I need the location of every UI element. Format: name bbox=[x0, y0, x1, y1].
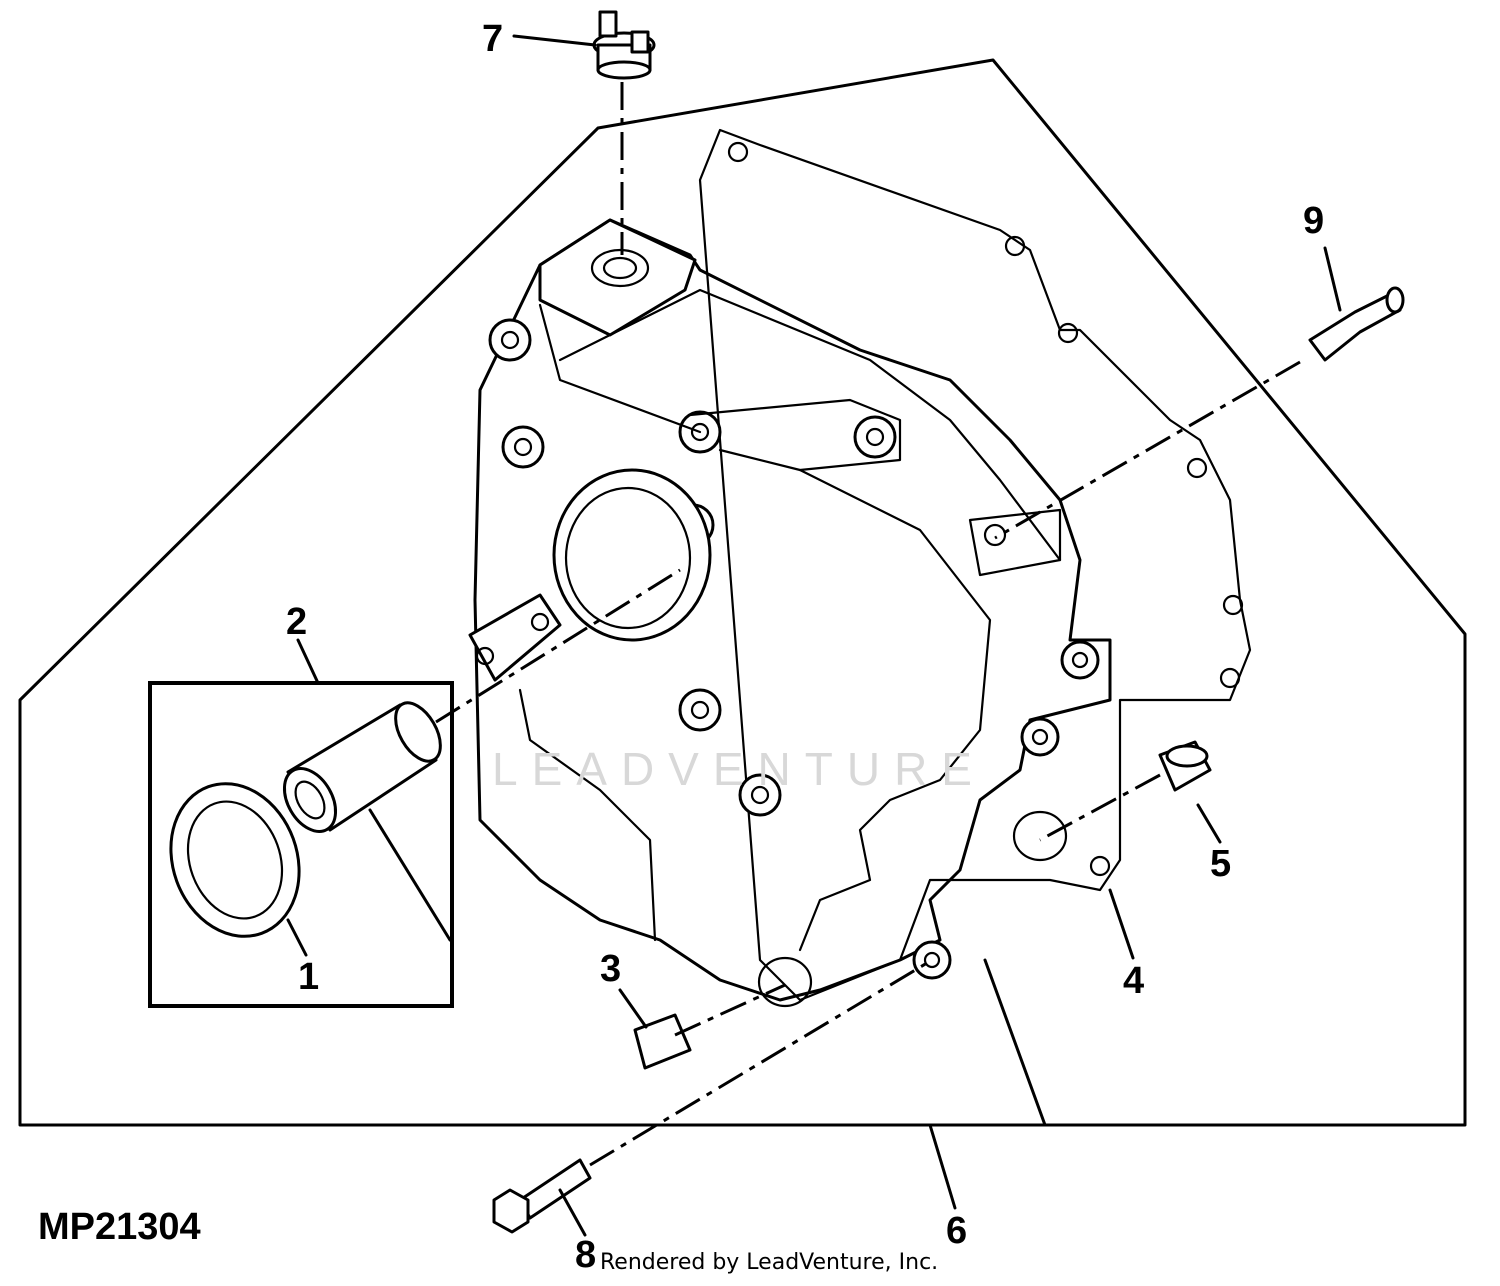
part-3-plug bbox=[633, 1013, 692, 1070]
shaft-arm bbox=[468, 593, 562, 682]
boss-arm-side bbox=[968, 508, 1062, 577]
port-4 bbox=[1012, 810, 1068, 862]
inset-box bbox=[148, 681, 454, 1008]
callout-3: 3 bbox=[600, 948, 622, 990]
callout-1: 1 bbox=[298, 956, 320, 998]
figure-id: MP21304 bbox=[38, 1206, 201, 1248]
gasket-holes bbox=[727, 141, 1244, 877]
part-9-sensor bbox=[1308, 286, 1405, 362]
part-8-bolt bbox=[492, 1158, 592, 1234]
port-3 bbox=[757, 956, 813, 1008]
boss-arm-top bbox=[538, 303, 902, 472]
assembly-frame bbox=[18, 58, 1467, 1127]
callout-2: 2 bbox=[286, 601, 308, 643]
assembly-centerlines bbox=[435, 82, 1301, 1167]
watermark-text: LEADVENTURE bbox=[492, 743, 986, 795]
housing-top-edge bbox=[558, 288, 1062, 562]
callout-8: 8 bbox=[575, 1234, 597, 1276]
housing-body bbox=[473, 218, 1112, 1002]
top-port-inner bbox=[602, 256, 638, 280]
callout-9: 9 bbox=[1303, 200, 1325, 242]
leader-lines bbox=[286, 34, 1342, 1237]
part-5-plug bbox=[1158, 740, 1212, 792]
render-credit: Rendered by LeadVenture, Inc. bbox=[600, 1250, 939, 1275]
callout-7: 7 bbox=[482, 18, 504, 60]
callout-5: 5 bbox=[1210, 843, 1232, 885]
callout-4: 4 bbox=[1123, 960, 1145, 1002]
gasket-outline bbox=[698, 128, 1252, 1002]
callout-6: 6 bbox=[946, 1210, 968, 1252]
top-port bbox=[590, 248, 650, 288]
part-7-plug bbox=[592, 10, 656, 80]
part-2-bushing bbox=[282, 701, 442, 833]
part-1-seal bbox=[169, 782, 301, 938]
sensor-port bbox=[983, 523, 1007, 547]
housing-flange bbox=[518, 468, 992, 952]
bearing-bore bbox=[552, 468, 712, 642]
bearing-bore-inner bbox=[564, 486, 692, 630]
